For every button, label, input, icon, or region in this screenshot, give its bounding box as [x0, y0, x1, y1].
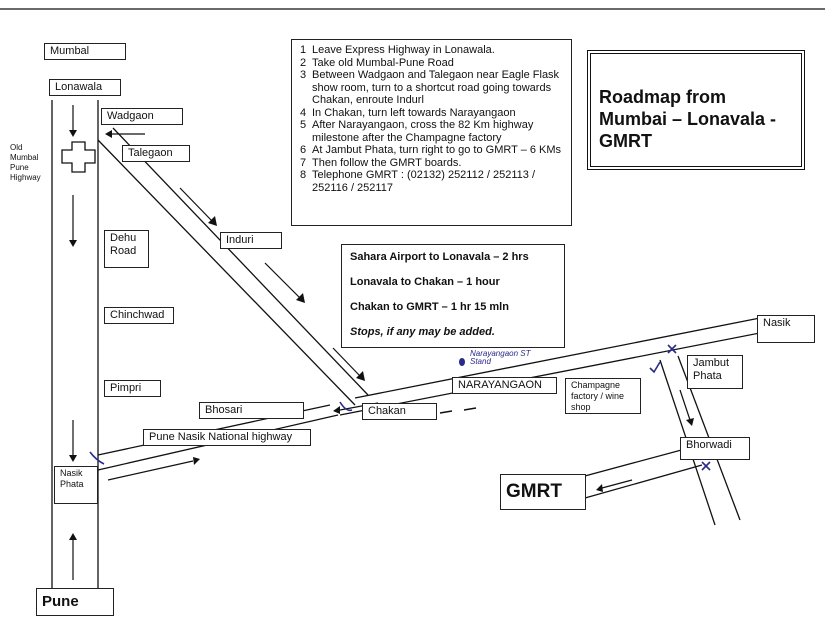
directions-box: 1 Leave Express Highway in Lonawala. 2 Take… [291, 39, 572, 226]
step-text: Then follow the GMRT boards. [312, 156, 462, 169]
road-chakan-nasik-upper-edge [354, 317, 761, 399]
label-chinchwad: Chinchwad [104, 307, 174, 324]
travel-time-row: Sahara Airport to Lonavala – 2 hrs [350, 251, 529, 263]
step-number: 2 [300, 56, 307, 69]
step-text: Between Wadgaon and Talegaon near Eagle … [312, 69, 560, 106]
label-nasik: Nasik [757, 315, 815, 343]
label-pune-nasik-highway: Pune Nasik National highway [143, 429, 311, 446]
map-title-box: Roadmap from Mumbai – Lonavala - GMRT [587, 50, 805, 170]
label-champagne-factory: Champagne factory / wine shop [565, 378, 641, 414]
arrow-jambut-south [679, 389, 691, 421]
arrowhead [69, 240, 77, 247]
arrow-shortcut-talegaon [179, 187, 213, 222]
stops-note: Stops, if any may be added. [350, 326, 495, 338]
arrowhead [356, 371, 365, 381]
step-text: At Jambut Phata, turn right to go to GMR… [312, 144, 562, 156]
label-pune: Pune [36, 588, 114, 616]
arrowhead [596, 484, 603, 492]
junction-cross [61, 141, 96, 173]
direction-step: 4 In Chakan, turn left towards Narayangao… [300, 107, 565, 120]
label-gmrt: GMRT [500, 474, 586, 510]
direction-step: 5 After Narayangaon, cross the 82 Km high… [300, 119, 565, 144]
label-chakan: Chakan [362, 403, 437, 420]
arrowhead [193, 457, 200, 465]
arrow-to-gmrt [601, 479, 633, 489]
label-talegaon: Talegaon [122, 145, 190, 162]
label-bhosari: Bhosari [199, 402, 304, 419]
label-pimpri: Pimpri [104, 380, 161, 397]
arrowhead [69, 130, 77, 137]
arrowhead [333, 406, 340, 414]
pen-tick [649, 361, 661, 374]
handwritten-st-stand-note: Narayangaon ST Stand [470, 349, 531, 366]
step-number: 8 [300, 169, 307, 181]
step-text: Leave Express Highway in Lonawala. [312, 44, 495, 56]
step-number: 3 [300, 69, 307, 81]
direction-step: 2 Take old Mumbal-Pune Road [300, 57, 565, 70]
label-old-highway: Old Mumbal Pune Highway [10, 143, 41, 182]
arrowhead [69, 455, 77, 462]
label-narayangaon: NARAYANGAON [452, 377, 557, 394]
pen-dot-st-stand [459, 358, 465, 366]
step-number: 6 [300, 144, 307, 156]
arrowhead [69, 533, 77, 540]
arrow-shortcut-chakan [332, 347, 361, 377]
road-bhorwadi-gmrt-upper-edge [569, 444, 701, 481]
direction-step: 6 At Jambut Phata, turn right to go to GM… [300, 144, 565, 157]
label-wadgaon: Wadgaon [101, 108, 183, 125]
map-title: Roadmap from Mumbai – Lonavala - GMRT [599, 87, 777, 151]
arrowhead [686, 418, 694, 426]
pen-mark-nasik-phata [89, 451, 105, 465]
arrowhead [208, 216, 217, 226]
label-jambut-phata: Jambut Phata [687, 355, 743, 389]
directions-list: 1 Leave Express Highway in Lonawala. 2 Take… [300, 44, 565, 194]
dash [439, 410, 453, 414]
step-text: Telephone GMRT : (02132) 252112 / 252113… [312, 169, 536, 194]
step-number: 1 [300, 44, 307, 56]
road-shortcut-right-edge [112, 127, 369, 396]
road-chakan-nasik-lower-edge [339, 331, 766, 416]
travel-time-row: Chakan to GMRT – 1 hr 15 mln [350, 301, 509, 313]
arrow-nasik-highway [107, 460, 194, 481]
step-text: Take old Mumbal-Pune Road [312, 56, 454, 69]
travel-time-row: Lonavala to Chakan – 1 hour [350, 276, 500, 288]
step-text: In Chakan, turn left towards Narayangaon [312, 106, 516, 119]
pen-cross-jambut [667, 344, 677, 354]
label-induri: Induri [220, 232, 282, 249]
label-mumbai: Mumbal [44, 43, 126, 60]
step-number: 5 [300, 119, 307, 131]
direction-step: 7 Then follow the GMRT boards. [300, 157, 565, 170]
step-number: 7 [300, 156, 307, 169]
label-lonawala: Lonawala [49, 79, 121, 96]
arrowhead [105, 130, 112, 138]
direction-step: 1 Leave Express Highway in Lonawala. [300, 44, 565, 57]
label-bhorwadi: Bhorwadi [680, 437, 750, 460]
travel-times-box: Sahara Airport to Lonavala – 2 hrs Lonav… [341, 244, 565, 348]
step-text: After Narayangaon, cross the 82 Km highw… [312, 119, 534, 144]
dash [463, 407, 477, 411]
direction-step: 8 Telephone GMRT : (02132) 252112 / 25211… [300, 169, 565, 194]
arrow-shortcut-induri [264, 262, 301, 299]
road-shortcut-left-edge [97, 139, 356, 406]
step-number: 4 [300, 106, 307, 119]
road-bhorwadi-gmrt-lower-edge [584, 464, 703, 499]
arrowhead [296, 293, 305, 303]
pen-cross-bhorwadi [701, 461, 711, 471]
label-dehu-road: Dehu Road [104, 230, 149, 268]
label-nasik-phata: Nasik Phata [54, 466, 98, 504]
direction-step: 3 Between Wadgaon and Talegaon near Eagle… [300, 69, 565, 107]
pen-mark-chakan [339, 401, 353, 412]
